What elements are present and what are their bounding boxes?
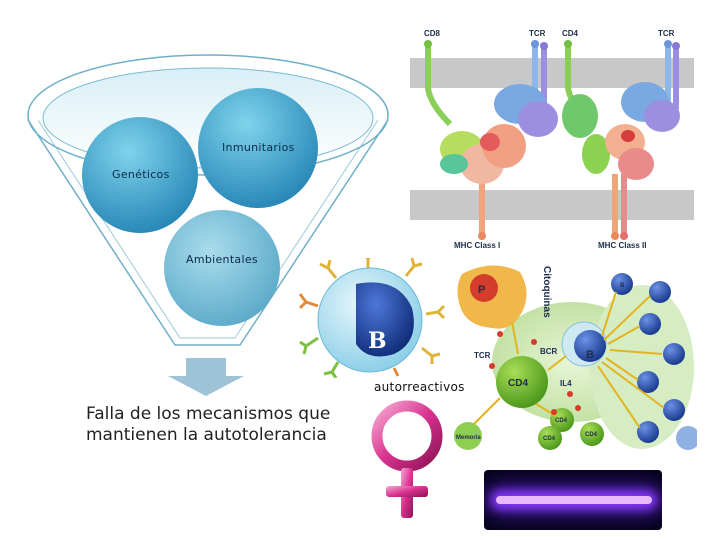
b-cell-letter: B [368, 328, 387, 354]
down-arrow-icon [168, 358, 244, 396]
b-cell-illustration: B [298, 258, 448, 378]
protein-complex-right [562, 82, 680, 180]
p-letter: P [478, 284, 485, 296]
caption-line-2: mantienen la autotolerancia [86, 425, 366, 446]
label-mhc1: MHC Class I [454, 241, 500, 250]
cd4-main-label: CD4 [508, 378, 528, 389]
label-ambientales: Ambientales [186, 253, 258, 266]
female-symbol-icon [362, 398, 452, 522]
tcr-mhc-figure: CD8 TCR CD4 TCR MHC Class I MHC Class II [410, 24, 694, 252]
cytokine-panel: P Citoquinas CD4 TCR BCR IL4 B B Memoria… [452, 262, 697, 462]
label-inmunitarios: Inmunitarios [222, 141, 295, 154]
cd4-small-2: CD4 [543, 436, 556, 442]
memoria-cell-right [676, 426, 697, 450]
protein-complex-left [440, 84, 558, 184]
label-cd4: CD4 [562, 29, 579, 38]
caption-line-1: Falla de los mecanismos que [86, 404, 366, 425]
bcr-label: BCR [540, 347, 558, 356]
cd4-small-1: CD4 [555, 418, 568, 424]
uv-light-glow [496, 496, 652, 504]
uv-light-panel [484, 470, 662, 530]
label-cd8: CD8 [424, 29, 441, 38]
tcr-label: TCR [474, 351, 491, 360]
membrane-bottom [410, 190, 694, 220]
funnel-caption: Falla de los mecanismos que mantienen la… [86, 404, 366, 446]
label-mhc2: MHC Class II [598, 241, 646, 250]
circle-ambientales [164, 210, 280, 326]
panel-title: Citoquinas [541, 266, 552, 318]
label-tcr-right: TCR [658, 29, 675, 38]
label-tcr-left: TCR [529, 29, 546, 38]
label-geneticos: Genéticos [112, 168, 170, 181]
small-b-label: B [620, 283, 625, 289]
memoria-label: Memoria [456, 435, 481, 441]
tcr-mhc-svg: CD8 TCR CD4 TCR MHC Class I MHC Class II [410, 24, 694, 252]
il4-label: IL4 [560, 379, 572, 388]
b-main-label: B [586, 349, 594, 361]
cd4-small-3: CD4 [585, 432, 598, 438]
